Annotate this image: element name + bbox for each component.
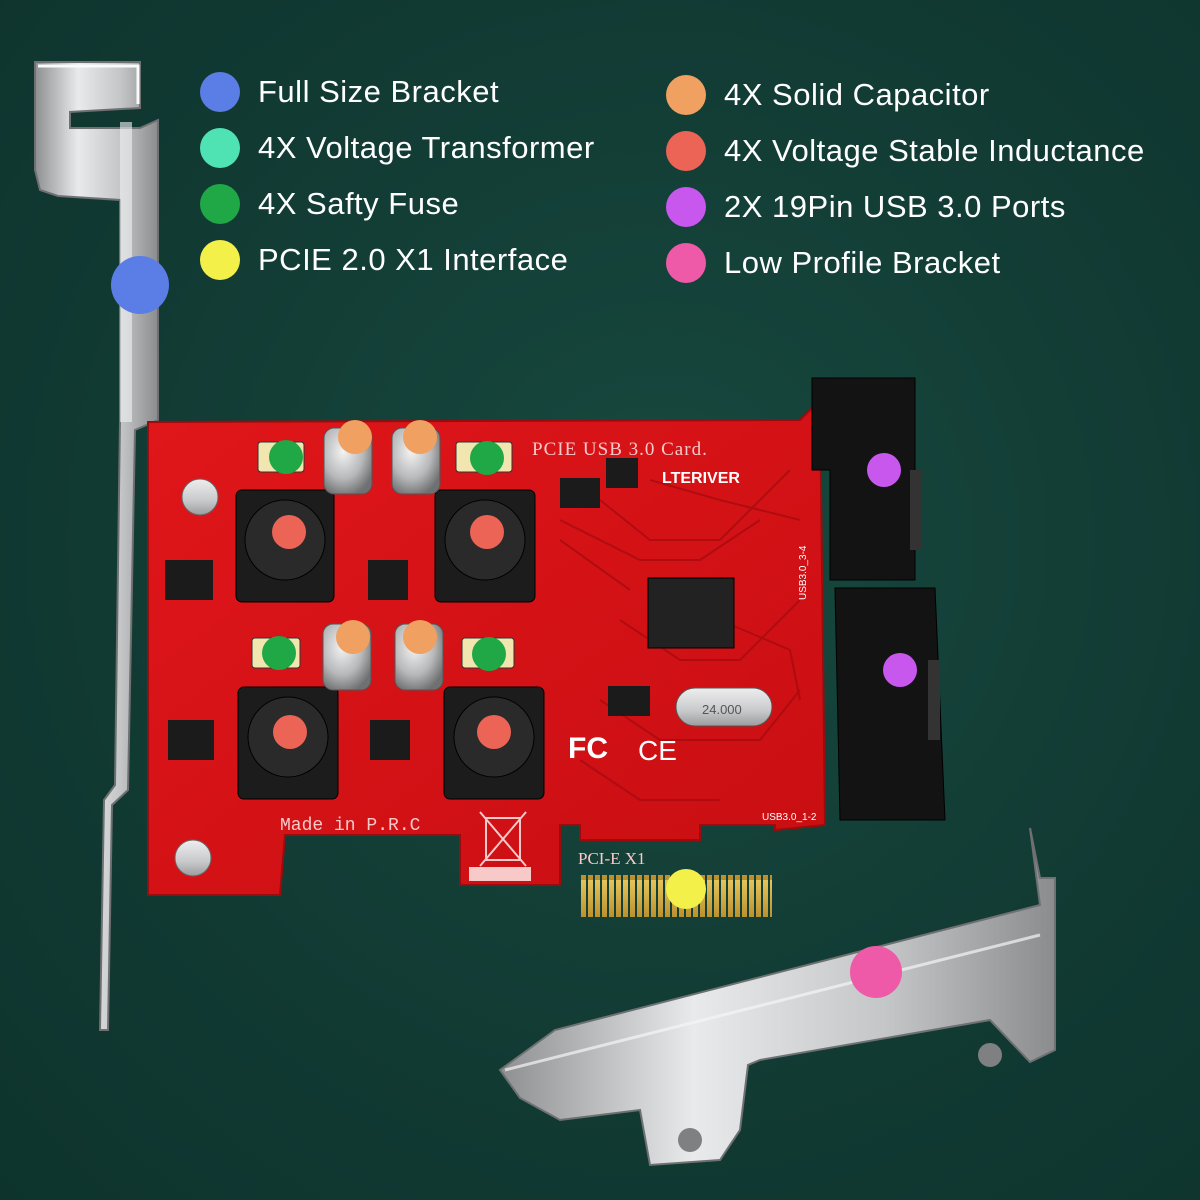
marker-full-size-bracket [111, 256, 169, 314]
marker-pcie-interface [666, 869, 706, 909]
legend-label: 4X Voltage Stable Inductance [724, 133, 1145, 168]
marker-fuse [262, 636, 296, 670]
legend-dot [200, 184, 240, 224]
marker-fuse [269, 440, 303, 474]
legend-item-solid-capacitor: 4X Solid Capacitor [666, 75, 990, 115]
marker-usb-port [867, 453, 901, 487]
weee-mark [469, 811, 531, 881]
board-brand: LTERIVER [662, 470, 740, 487]
small-ics [165, 458, 650, 760]
legend-dot [200, 128, 240, 168]
legend-label: Low Profile Bracket [724, 245, 1001, 280]
legend-label: 4X Voltage Transformer [258, 130, 595, 165]
legend-label: PCIE 2.0 X1 Interface [258, 242, 569, 277]
marker-transformer [272, 515, 306, 549]
legend-item-stable-inductance: 4X Voltage Stable Inductance [666, 131, 1145, 171]
legend-label: 4X Safty Fuse [258, 186, 460, 221]
full-size-bracket [34, 61, 159, 1031]
legend-item-usb-ports: 2X 19Pin USB 3.0 Ports [666, 187, 1066, 227]
legend-dot [666, 75, 706, 115]
marker-fuse [470, 441, 504, 475]
legend-item-safty-fuse: 4X Safty Fuse [200, 184, 459, 224]
marker-fuse [472, 637, 506, 671]
marker-usb-port [883, 653, 917, 687]
svg-text:24.000: 24.000 [702, 702, 742, 717]
legend-item-low-profile-bracket: Low Profile Bracket [666, 243, 1001, 283]
marker-capacitor [338, 420, 372, 454]
marker-capacitor [336, 620, 370, 654]
legend-dot [666, 131, 706, 171]
legend-dot [200, 72, 240, 112]
board-title: PCIE USB 3.0 Card. [532, 439, 708, 460]
screw-bottom [174, 839, 212, 877]
board-origin: Made in P.R.C [280, 816, 421, 836]
marker-transformer [477, 715, 511, 749]
ce-mark: CE [638, 735, 677, 766]
fc-mark: FC [568, 732, 608, 765]
board-slot-label: PCI-E X1 [578, 849, 646, 868]
marker-capacitor [403, 420, 437, 454]
legend-dot [200, 240, 240, 280]
crystal-oscillator: 24.000 [675, 687, 773, 727]
board-port-label: USB3.0_1-2 [762, 812, 817, 823]
low-profile-bracket [498, 827, 1056, 1167]
legend-item-voltage-transformer: 4X Voltage Transformer [200, 128, 595, 168]
board-port-label-top: USB3.0_3-4 [798, 545, 809, 600]
legend-label: 4X Solid Capacitor [724, 77, 990, 112]
marker-capacitor [403, 620, 437, 654]
legend-dot [666, 243, 706, 283]
marker-transformer [470, 515, 504, 549]
usb-headers [811, 377, 946, 821]
legend-dot [666, 187, 706, 227]
legend-label: Full Size Bracket [258, 74, 500, 109]
marker-transformer [273, 715, 307, 749]
marker-low-profile-bracket [850, 946, 902, 998]
usb-controller-chip [647, 577, 735, 649]
screw-top [181, 478, 219, 516]
legend-label: 2X 19Pin USB 3.0 Ports [724, 189, 1066, 224]
legend-item-full-size-bracket: Full Size Bracket [200, 72, 499, 112]
legend-item-pcie-interface: PCIE 2.0 X1 Interface [200, 240, 568, 280]
